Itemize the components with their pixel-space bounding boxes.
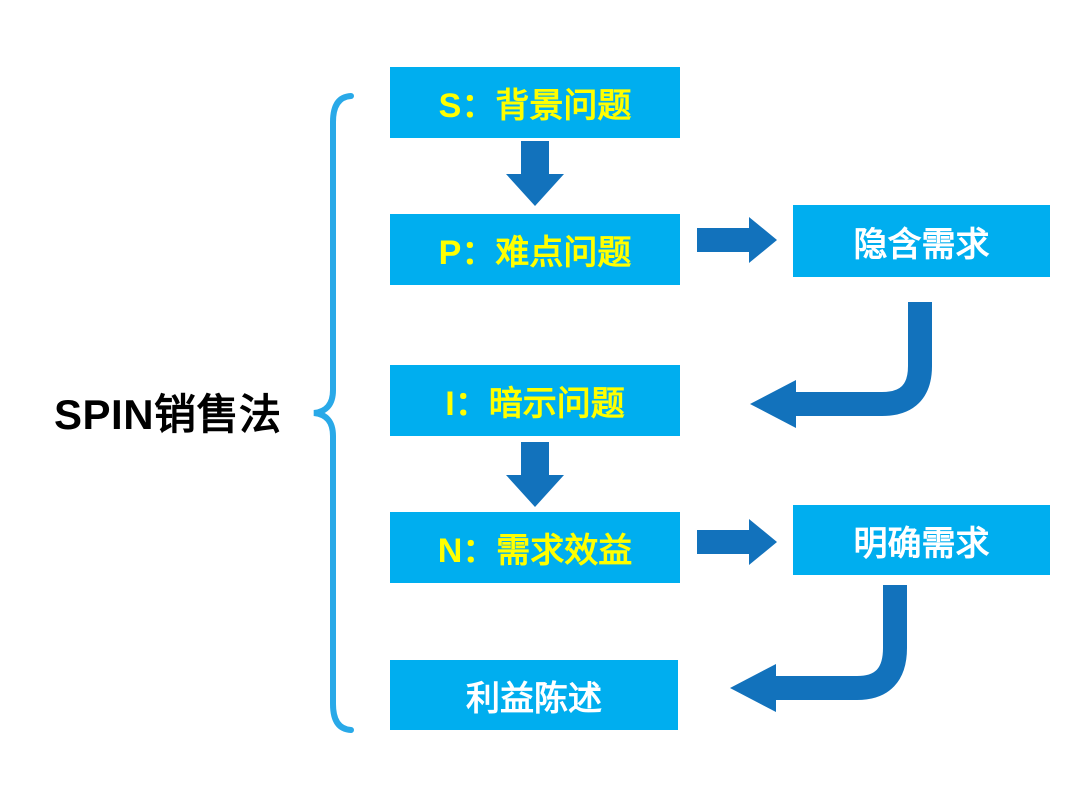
step-box-need-payoff: N：需求效益	[390, 512, 680, 583]
box-explicit-need: 明确需求	[793, 505, 1050, 575]
curved-arrowhead-explicit-to-benefit	[730, 664, 776, 712]
step-box-implication: I：暗示问题	[390, 365, 680, 436]
right-arrow-p-to-implied	[697, 217, 777, 263]
curved-arrowhead-implied-to-i	[750, 380, 796, 428]
right-arrow-n-to-explicit	[697, 519, 777, 565]
down-arrow-s-to-p	[506, 141, 564, 206]
step-box-problem: P：难点问题	[390, 214, 680, 285]
curved-arrow-explicit-to-benefit	[776, 585, 907, 700]
box-implied-need: 隐含需求	[793, 205, 1050, 277]
curved-arrow-implied-to-i	[796, 302, 932, 416]
box-benefit-statement: 利益陈述	[390, 660, 678, 730]
diagram-title: SPIN销售法	[54, 391, 282, 438]
curly-brace	[313, 93, 354, 733]
down-arrow-i-to-n	[506, 442, 564, 507]
step-box-situation: S：背景问题	[390, 67, 680, 138]
